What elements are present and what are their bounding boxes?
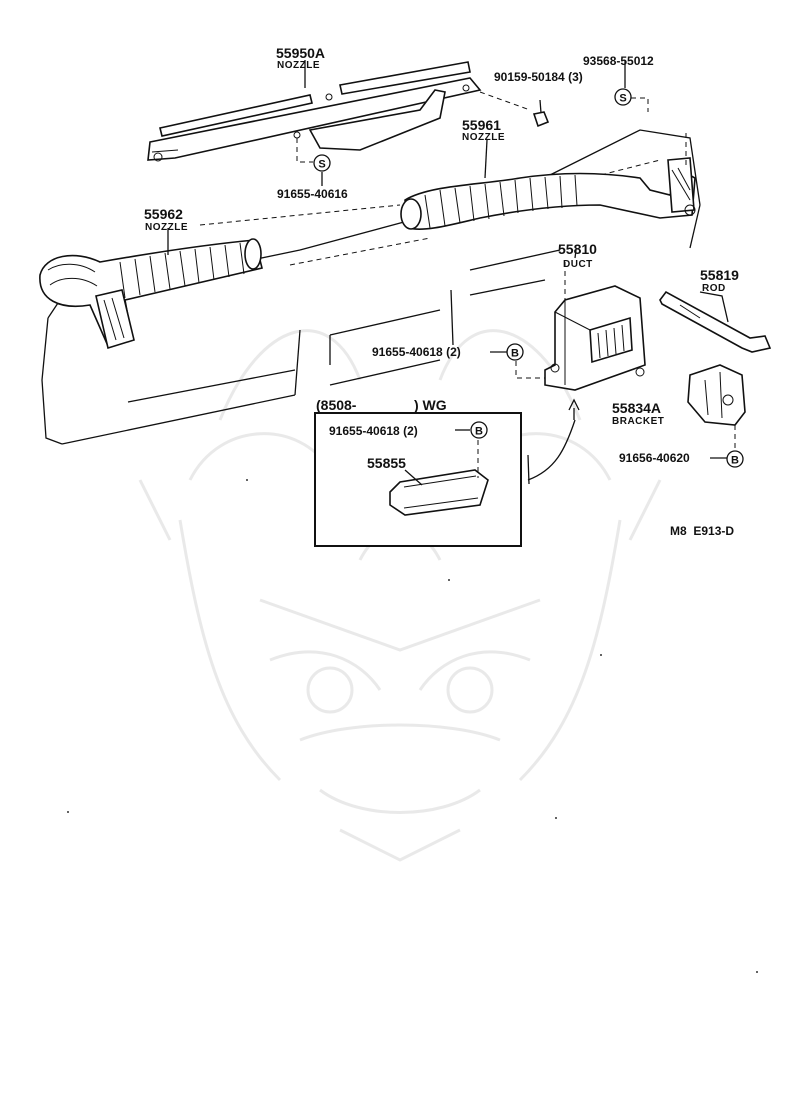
nozzle-55962 [39,238,263,350]
part-name-55950a: NOZZLE [277,60,320,71]
nozzle-55961 [400,97,696,230]
part-name-55834a: BRACKET [612,416,664,427]
part-number-55961: 55961 [462,117,501,133]
nozzle-55950a [147,61,531,163]
screw-symbol-icon: S [614,88,632,106]
part-number-55855: 55855 [367,455,406,471]
part-name-55961: NOZZLE [462,132,505,143]
part-number-55962: 55962 [144,206,183,222]
scan-specks [67,479,758,973]
part-name-55810: DUCT [563,259,593,270]
bolt-symbol-label: B [511,348,519,360]
screw-symbol-label: S [318,159,325,171]
part-number-55834a: 55834A [612,400,661,416]
screw-symbol-label: S [619,93,626,105]
inset-part-number-91655-40618: 91655-40618 (2) [329,424,418,438]
bolt-symbol-icon: B [470,421,488,439]
dashboard-outline [41,129,701,445]
bolt-symbol-icon: B [506,343,524,361]
part-number-91656-40620: 91656-40620 [619,451,690,465]
duct-55810 [515,262,646,485]
part-name-55962: NOZZLE [145,222,188,233]
part-number-55810: 55810 [558,241,597,257]
inset-title-right: ) WG [414,397,447,413]
part-number-93568: 93568-55012 [583,54,654,68]
part-number-55819: 55819 [700,267,739,283]
rod-55819 [659,290,772,353]
screw-symbol-icon: S [313,154,331,172]
bracket-55834a [687,364,746,452]
inset-box [314,412,522,547]
part-number-91655-40618: 91655-40618 (2) [372,345,461,359]
part-number-55950a: 55950A [276,45,325,61]
bolt-symbol-icon: B [726,450,744,468]
part-number-90159: 90159-50184 (3) [494,70,583,84]
part-number-91655-40616: 91655-40616 [277,187,348,201]
diagram-code: M8 E913-D [670,524,734,538]
leader-lines [167,60,727,459]
samurai-mask-watermark [138,329,662,862]
part-name-55819: ROD [702,283,726,294]
nut-icon [532,111,550,128]
bolt-symbol-label: B [731,455,739,467]
bolt-symbol-label: B [475,426,483,438]
inset-title-left: (8508- [316,397,357,413]
